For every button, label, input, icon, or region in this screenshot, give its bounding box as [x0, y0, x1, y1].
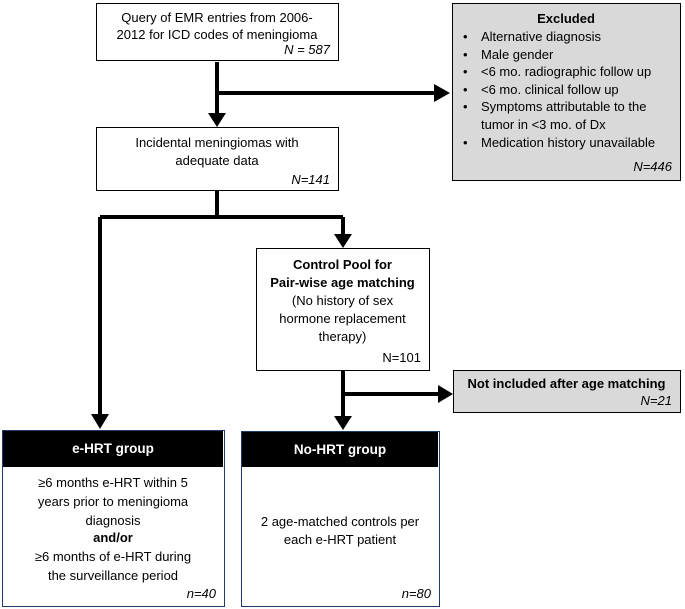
arrowhead-nohrt: [334, 416, 352, 430]
excluded-n: N=446: [633, 159, 672, 174]
excluded-box: Excluded Alternative diagnosis Male gend…: [452, 3, 681, 181]
query-box: Query of EMR entries from 2006- 2012 for…: [96, 3, 339, 61]
excluded-title: Excluded: [537, 11, 595, 26]
arrowhead-control-pool: [334, 234, 352, 248]
nohrt-box: No-HRT group 2 age-matched controls per …: [241, 431, 440, 607]
excluded-item: <6 mo. clinical follow up: [455, 81, 679, 99]
excluded-item: <6 mo. radiographic follow up: [455, 63, 679, 81]
incidental-line-2: adequate data: [175, 153, 259, 168]
control-pool-box: Control Pool for Pair-wise age matching …: [256, 248, 430, 371]
arrowhead-ehrt: [91, 414, 109, 429]
not-included-title: Not included after age matching: [467, 376, 666, 391]
ehrt-line-2: years prior to meningioma: [37, 494, 189, 509]
query-line-1: Query of EMR entries from 2006-: [121, 10, 313, 25]
query-n: N = 587: [284, 42, 330, 57]
not-included-box: Not included after age matching N=21: [453, 370, 681, 413]
incidental-n: N=141: [291, 172, 330, 187]
nohrt-header: No-HRT group: [242, 432, 438, 467]
ehrt-line-6: the surveillance period: [47, 568, 179, 583]
excluded-list: Alternative diagnosis Male gender <6 mo.…: [455, 28, 679, 151]
ehrt-line-4: and/or: [93, 530, 133, 545]
ehrt-n: n=40: [186, 586, 216, 601]
excluded-item: Medication history unavailable: [455, 134, 679, 152]
arrowhead-excluded: [434, 84, 450, 102]
control-pool-line-2: hormone replacement: [279, 311, 406, 326]
control-pool-line-1: (No history of sex: [291, 293, 394, 308]
excluded-item: Male gender: [455, 46, 679, 64]
arrowhead-incidental: [208, 113, 226, 127]
control-pool-line-3: therapy): [318, 329, 367, 344]
ehrt-line-5: ≥6 months of e-HRT during: [34, 549, 192, 564]
control-pool-n: N=101: [382, 350, 421, 365]
incidental-box: Incidental meningiomas with adequate dat…: [96, 127, 339, 191]
not-included-n: N=21: [640, 393, 672, 408]
incidental-line-1: Incidental meningiomas with: [135, 135, 299, 150]
ehrt-line-1: ≥6 months e-HRT within 5: [38, 475, 188, 490]
query-line-2: 2012 for ICD codes of meningioma: [116, 27, 318, 42]
nohrt-n: n=80: [401, 586, 431, 601]
excluded-item-line-1: Symptoms attributable to the: [481, 99, 647, 115]
ehrt-header: e-HRT group: [3, 431, 223, 467]
nohrt-line-2: each e-HRT patient: [283, 532, 397, 547]
arrowhead-not-included: [438, 385, 453, 403]
ehrt-line-3: diagnosis: [85, 513, 141, 528]
control-pool-title-2: Pair-wise age matching: [270, 275, 415, 290]
excluded-item: Alternative diagnosis: [455, 28, 679, 46]
nohrt-line-1: 2 age-matched controls per: [260, 514, 420, 529]
excluded-item-line-2: tumor in <3 mo. of Dx: [481, 116, 606, 132]
ehrt-box: e-HRT group ≥6 months e-HRT within 5 yea…: [2, 430, 225, 607]
control-pool-title-1: Control Pool for: [293, 257, 392, 272]
